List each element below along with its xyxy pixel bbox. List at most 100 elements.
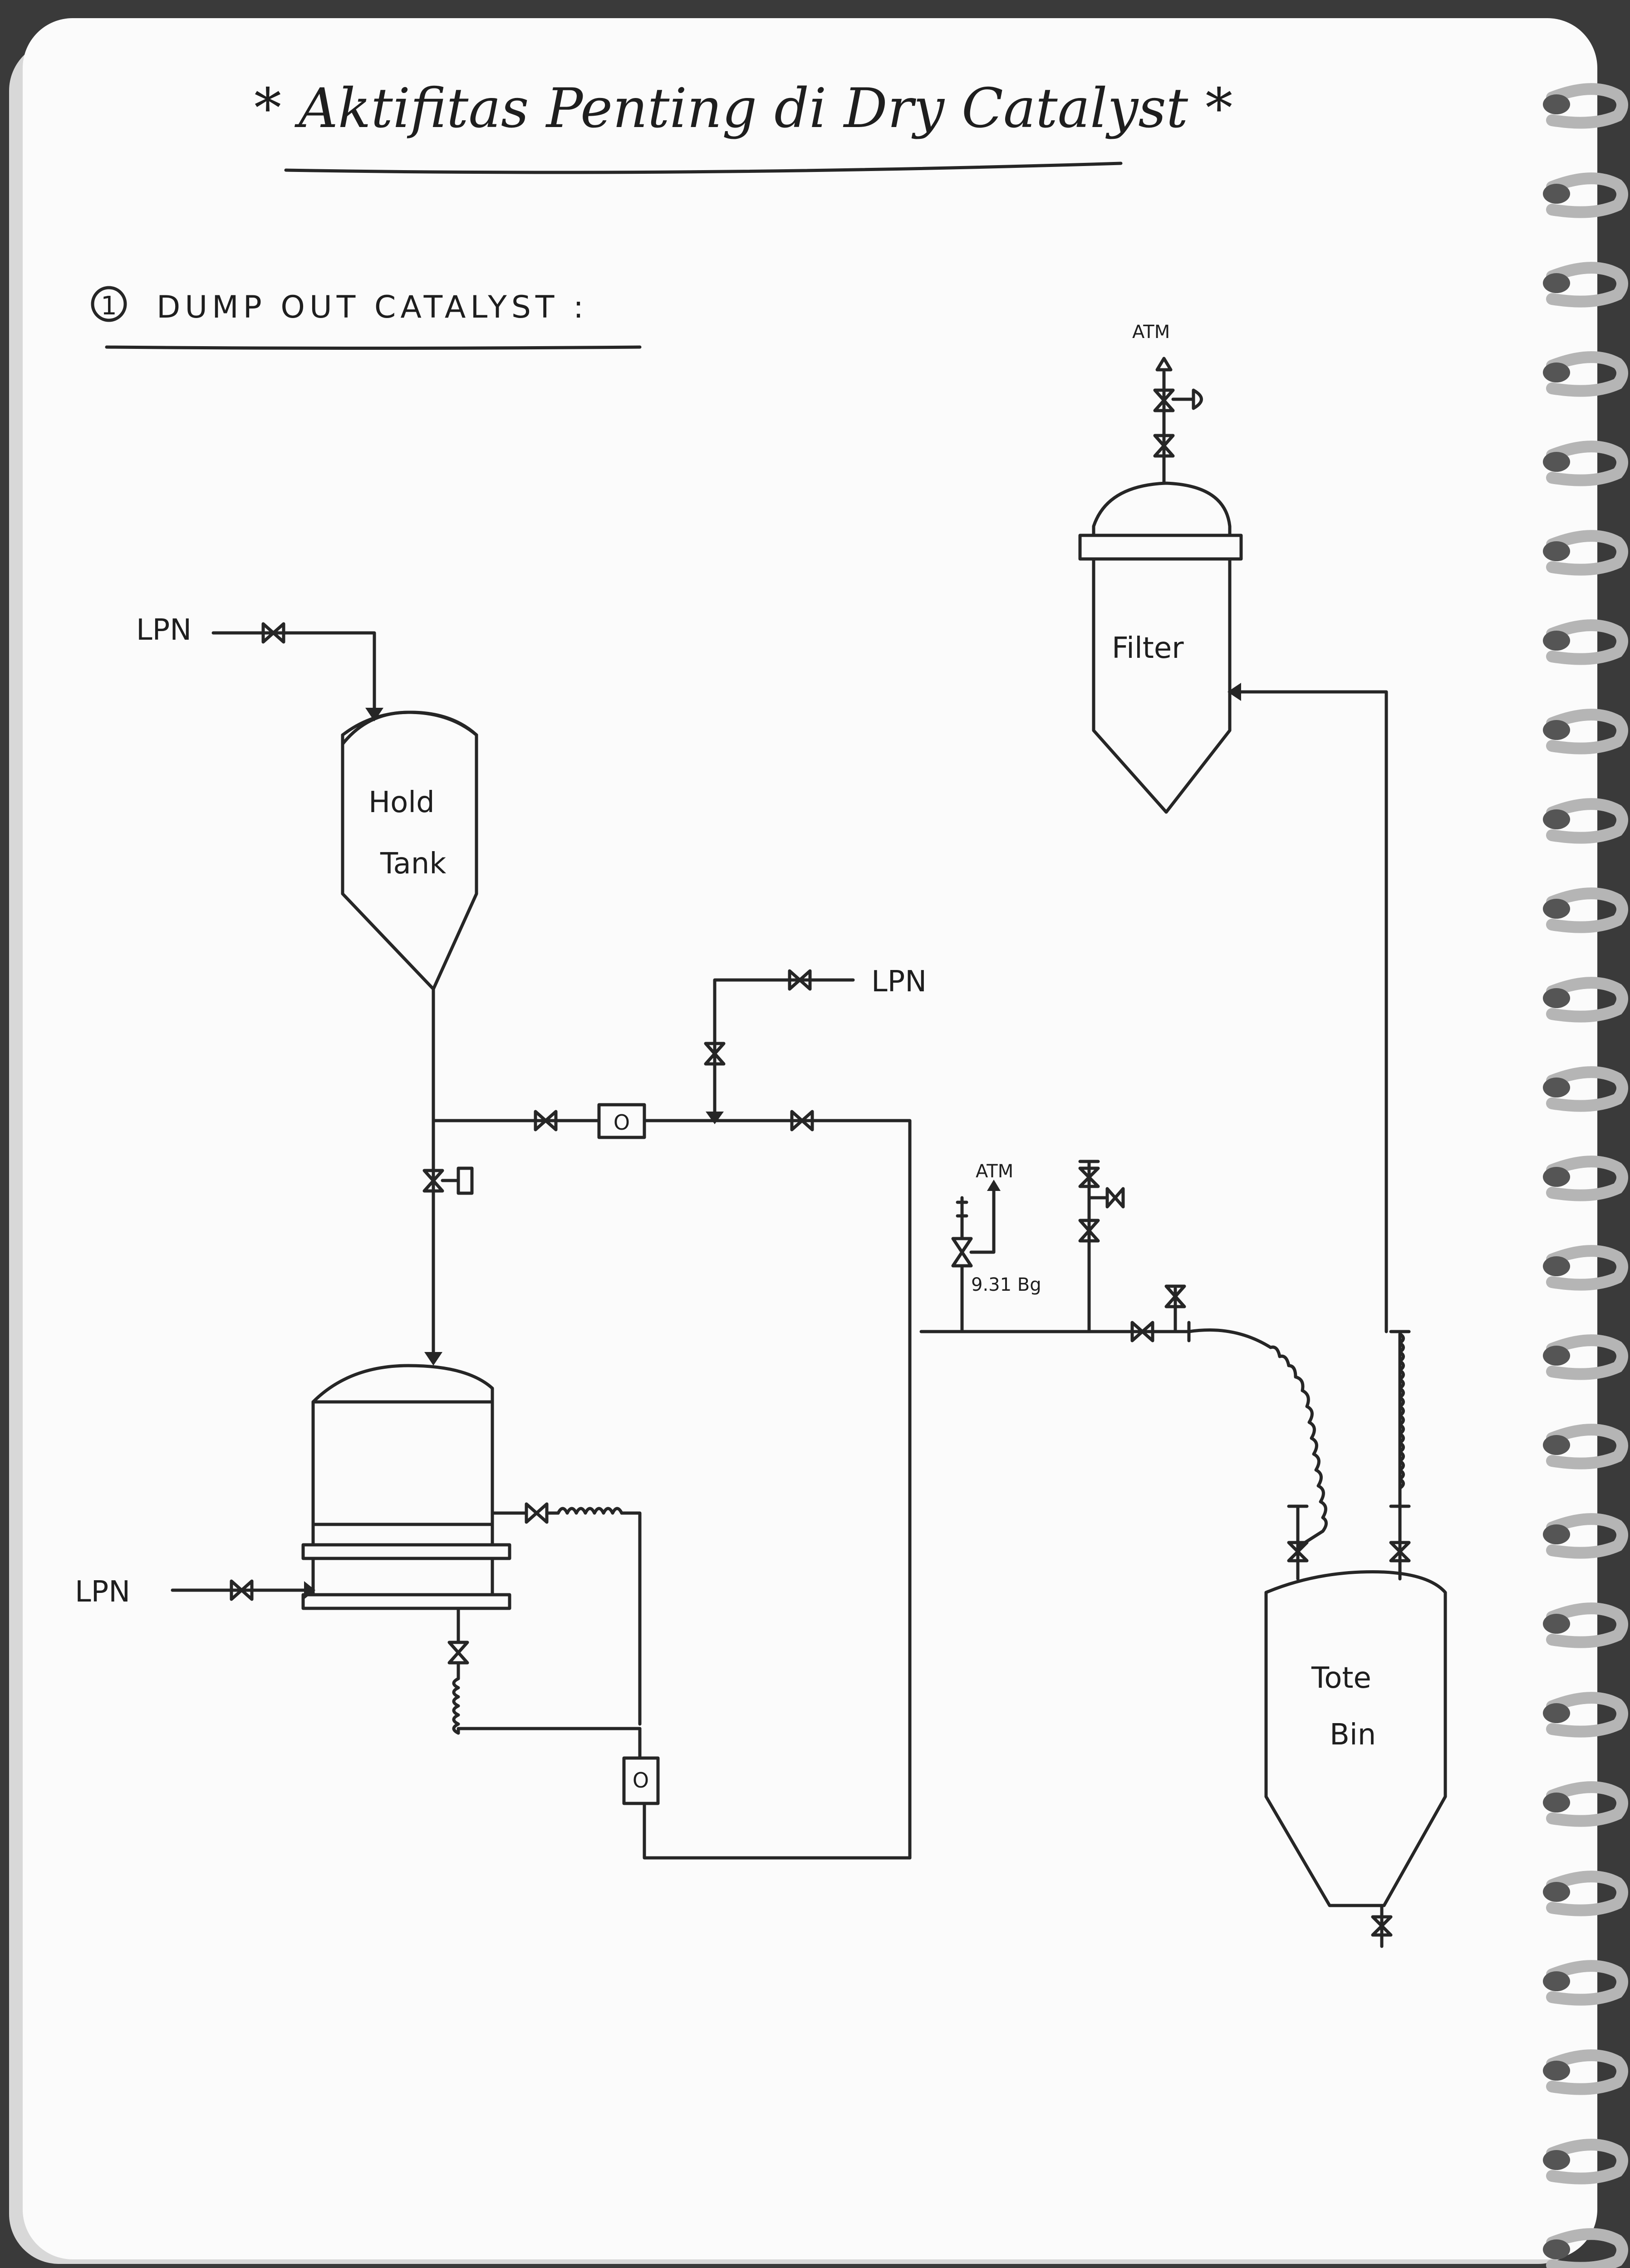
punch-hole: [1543, 1524, 1570, 1544]
atm-arrow-icon: [1155, 357, 1173, 372]
arrow-head: [304, 1581, 315, 1599]
valve-icon: [704, 1042, 726, 1066]
punch-hole: [1543, 2239, 1570, 2259]
spiral-ring: [1546, 619, 1628, 665]
valve-icon: [230, 1579, 254, 1601]
valve-icon: [1078, 1219, 1100, 1243]
spiral-ring: [1546, 1245, 1628, 1291]
atm-vent-line: [969, 1182, 996, 1254]
punch-hole: [1543, 2150, 1570, 2170]
punch-hole: [1543, 2061, 1570, 2081]
filter-label: Filter: [1112, 632, 1184, 665]
spiral-ring: [1546, 441, 1628, 486]
spiral-ring: [1546, 351, 1628, 397]
punch-hole: [1543, 273, 1570, 293]
valve-icon: [534, 1110, 558, 1132]
hold-tank: [341, 710, 478, 991]
filter-inlet-line: [1228, 690, 1388, 1333]
arrow-head: [1227, 683, 1241, 701]
valve-icon: [447, 1641, 469, 1665]
spiral-ring: [1546, 1156, 1628, 1201]
punch-hole: [1543, 362, 1570, 382]
flex-hose-icon: [545, 1507, 642, 1726]
pressure-label: 9.31 Bg: [971, 1274, 1041, 1295]
valve-icon: [1371, 1915, 1393, 1937]
section-number-circle: [91, 286, 127, 322]
valve-icon: [1105, 1187, 1125, 1209]
tote-bin: [1264, 1570, 1447, 1907]
punch-hole: [1543, 1614, 1570, 1634]
valve-icon: [1164, 1284, 1186, 1308]
lpn-mid-label: LPN: [871, 965, 927, 999]
valve-icon: [1153, 434, 1175, 458]
spiral-ring: [1546, 1692, 1628, 1738]
spiral-ring: [1546, 1066, 1628, 1112]
section-heading: DUMP OUT CATALYST :: [157, 289, 588, 325]
spiral-ring: [1546, 1781, 1628, 1827]
punch-hole: [1543, 1346, 1570, 1366]
punch-hole: [1543, 1793, 1570, 1812]
punch-hole: [1543, 541, 1570, 561]
tote-bin-label-1: Tote: [1311, 1661, 1371, 1695]
flex-hose-icon: [452, 1661, 642, 1735]
page-title: * Aktifitas Penting di Dry Catalyst *: [254, 77, 1232, 140]
arrow-head: [424, 1352, 442, 1366]
atm-small-label: ATM: [976, 1161, 1013, 1182]
spiral-ring: [1546, 2049, 1628, 2095]
spiral-ring: [1546, 262, 1628, 308]
punch-hole: [1543, 1971, 1570, 1991]
spiral-ring: [1546, 172, 1628, 218]
spiral-ring: [1546, 1871, 1628, 1916]
punch-hole: [1543, 1078, 1570, 1097]
meter-label: O: [614, 1110, 630, 1135]
actuated-valve-icon: [422, 1166, 474, 1195]
hose-ends: [1389, 1330, 1411, 1508]
punch-hole: [1543, 1882, 1570, 1902]
punch-hole: [1543, 809, 1570, 829]
valve-icon: [525, 1502, 549, 1524]
flex-hose-icon: [1187, 1328, 1328, 1549]
punch-hole: [1543, 988, 1570, 1008]
valve-icon: [1389, 1541, 1411, 1563]
punch-hole: [1543, 1435, 1570, 1455]
valve-icon: [1153, 388, 1175, 412]
valve-icon: [790, 1110, 814, 1132]
punch-hole: [1543, 1256, 1570, 1276]
filter-vessel: [1078, 481, 1243, 814]
spiral-ring: [1546, 2228, 1628, 2268]
valve-icon: [788, 969, 812, 991]
transfer-line-b: [643, 1119, 912, 1860]
arrow-head: [706, 1112, 724, 1124]
tote-bin-label-2: Bin: [1330, 1718, 1376, 1752]
spiral-ring: [1546, 1513, 1628, 1559]
spiral-ring: [1546, 1424, 1628, 1470]
spiral-ring: [1546, 798, 1628, 844]
punch-hole: [1543, 631, 1570, 651]
lpn-mid-line: [713, 978, 855, 1122]
punch-hole: [1543, 452, 1570, 472]
flex-hose-icon: [1398, 1332, 1405, 1508]
valve-icon: [261, 622, 285, 644]
spiral-ring: [1546, 1602, 1628, 1648]
spiral-ring: [1546, 2139, 1628, 2185]
transfer-line-d: [643, 1802, 912, 1860]
valve-icon: [1130, 1321, 1154, 1342]
punch-hole: [1543, 94, 1570, 114]
atm-filter-label: ATM: [1132, 322, 1170, 343]
arrow-head: [365, 708, 383, 721]
arrow-head: [987, 1180, 1001, 1191]
section-number: 1: [101, 291, 117, 321]
meter-box: [622, 1756, 660, 1805]
lpn-top-line: [211, 631, 376, 719]
spiral-ring: [1546, 1334, 1628, 1380]
notebook-page: [23, 18, 1597, 2259]
punch-hole: [1543, 720, 1570, 740]
spiral-ring: [1546, 977, 1628, 1023]
valve-icon: [1078, 1160, 1100, 1188]
punch-hole: [1543, 1167, 1570, 1187]
cap-icon: [1171, 388, 1203, 410]
hold-tank-label-1: Hold: [368, 786, 435, 819]
spiral-ring: [1546, 887, 1628, 933]
title-underline: [284, 162, 1123, 174]
